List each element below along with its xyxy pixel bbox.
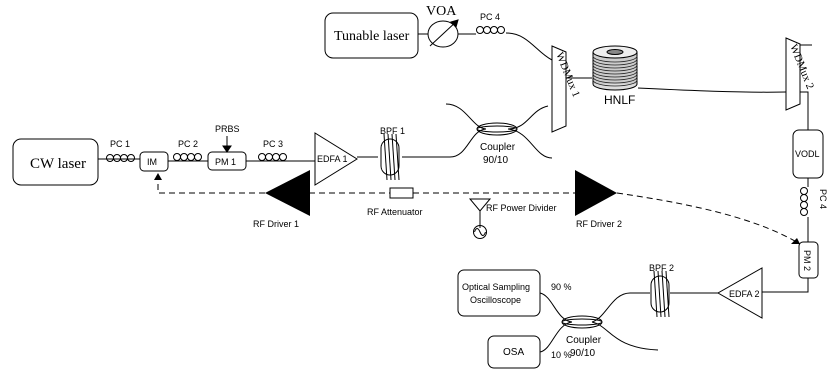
pct-90-label: 90 % xyxy=(551,282,572,292)
fiber-pm2-to-edfa2 xyxy=(762,278,809,293)
coupler-bottom-symbol xyxy=(561,315,603,329)
hnlf-spool xyxy=(592,45,638,91)
wdmux2-shape xyxy=(785,37,801,111)
fiber-wdmux2-to-vodl xyxy=(800,91,809,130)
fiber-coupler-top-stub xyxy=(445,103,487,130)
fiber-coupler-out-stub2 xyxy=(591,321,659,351)
coupler-top-ratio: 90/10 xyxy=(483,155,508,166)
prbs-label: PRBS xyxy=(215,124,240,134)
coupler-bottom-ratio: 90/10 xyxy=(570,348,595,359)
bpf1-symbol xyxy=(380,133,400,181)
pm2-label: PM 2 xyxy=(802,250,812,271)
edfa2-triangle xyxy=(716,267,763,319)
osa-label: OSA xyxy=(503,347,524,358)
im-label: IM xyxy=(147,157,157,167)
osc-box xyxy=(457,269,541,317)
rf-dashed-line xyxy=(157,184,390,194)
rf-dashed-line-3 xyxy=(616,192,801,245)
pc4-right-label: PC 4 xyxy=(818,189,828,209)
vodl-label: VODL xyxy=(795,149,820,159)
pc-coils xyxy=(106,26,808,216)
vodl-box xyxy=(792,129,824,179)
edfa2-label: EDFA 2 xyxy=(729,289,760,299)
rf-power-divider-triangle xyxy=(468,198,492,212)
fiber-bpf2-to-coupler xyxy=(591,292,650,323)
coupler-top-symbol xyxy=(476,122,518,136)
pm2-rf-arrowhead xyxy=(791,238,800,244)
fiber-coupler-to-osa xyxy=(539,321,573,353)
rf-driver1-label: RF Driver 1 xyxy=(253,219,299,229)
pc3-label: PC 3 xyxy=(263,139,283,149)
rf-driver2-triangle xyxy=(575,170,617,216)
pm1-label: PM 1 xyxy=(215,157,236,167)
osc-label-line2: Oscilloscope xyxy=(470,295,521,305)
pc4-top-label: PC 4 xyxy=(480,12,500,22)
im-rf-arrowhead xyxy=(154,173,162,180)
pc2-label: PC 2 xyxy=(178,139,198,149)
bpf1-label: BPF 1 xyxy=(380,126,405,136)
fiber-pc4-to-wdmux1 xyxy=(505,32,553,61)
cw-laser-label: CW laser xyxy=(30,156,86,172)
coupler-top-label: Coupler xyxy=(480,142,516,153)
edfa1-triangle xyxy=(314,132,358,186)
pm2-box xyxy=(798,241,819,279)
fiber-coupler-to-wdmux1 xyxy=(507,105,549,130)
wdmux1-shape xyxy=(551,45,567,133)
fiber-hnlf-to-wdmux2 xyxy=(637,87,787,93)
bpf2-symbol xyxy=(650,270,670,318)
tunable-laser-box xyxy=(324,12,419,59)
im-box xyxy=(139,151,169,172)
pc1-label: PC 1 xyxy=(110,139,130,149)
coupler-bottom-label: Coupler xyxy=(566,335,602,346)
rf-attenuator-box xyxy=(389,187,414,199)
bpf2-label: BPF 2 xyxy=(649,263,674,273)
tunable-laser-label: Tunable laser xyxy=(334,29,410,44)
rf-driver1-triangle xyxy=(265,170,310,216)
fiber-coupler-to-osc xyxy=(539,292,573,323)
voa-label: VOA xyxy=(426,4,457,19)
rf-power-divider-label: RF Power Divider xyxy=(486,203,557,213)
fiber-bpf1-to-coupler xyxy=(402,128,487,158)
prbs-arrow xyxy=(222,136,232,153)
osc-label-line1: Optical Sampling xyxy=(462,282,530,292)
rf-driver2-label: RF Driver 2 xyxy=(576,219,622,229)
rf-source-icon xyxy=(473,225,487,239)
cw-laser-box xyxy=(12,138,99,186)
osa-box xyxy=(487,335,541,369)
voa-symbol xyxy=(427,19,459,48)
hnlf-label: HNLF xyxy=(604,93,635,107)
rf-attenuator-label: RF Attenuator xyxy=(367,207,423,217)
edfa1-label: EDFA 1 xyxy=(317,154,348,164)
pct-10-label: 10 % xyxy=(551,350,572,360)
